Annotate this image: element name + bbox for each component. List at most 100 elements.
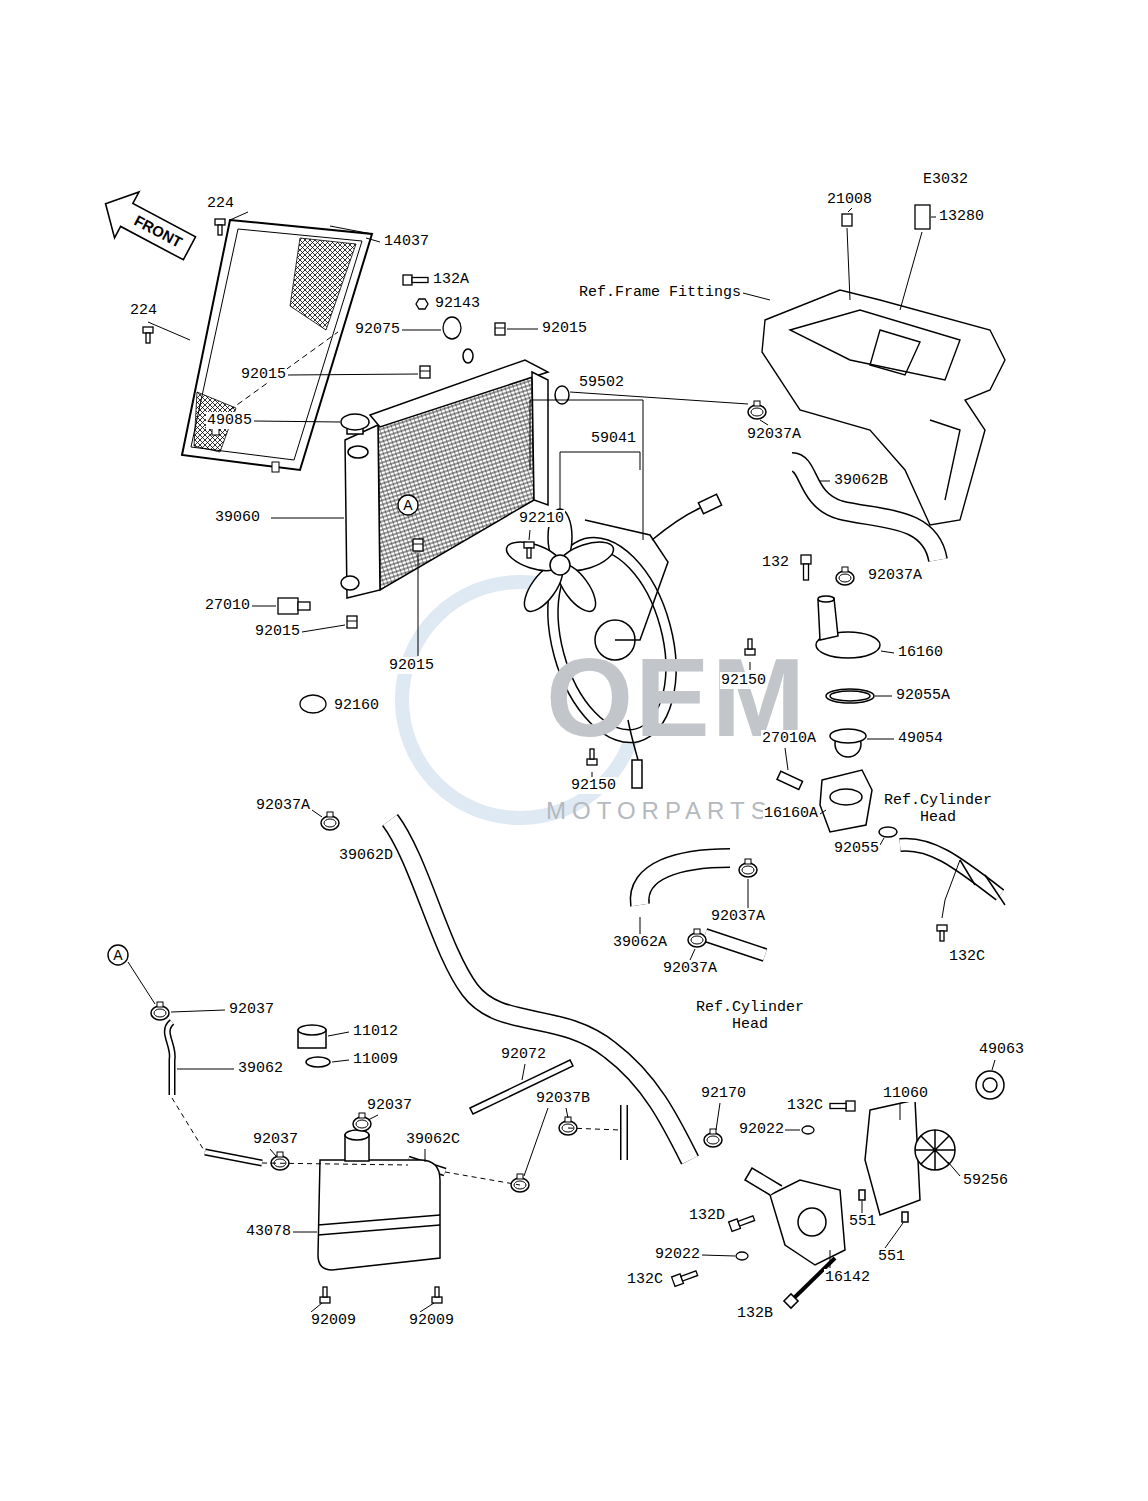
callout-number: 92037A <box>710 908 766 925</box>
circle-outline <box>108 945 128 965</box>
fasteners-part <box>524 542 534 558</box>
coolant-hose-part <box>640 858 730 905</box>
frame-fitting-part <box>870 330 920 375</box>
coolant-hose-part <box>622 1105 627 1160</box>
callout-number: 92015 <box>240 366 287 383</box>
leader-lines-part <box>942 860 960 918</box>
water-pump <box>745 1071 1004 1308</box>
fasteners-part <box>416 299 428 309</box>
water-pump-part <box>915 1130 955 1170</box>
hose-clamps-part <box>353 1113 371 1131</box>
radiator-part <box>345 425 380 598</box>
fasteners-part <box>143 327 153 343</box>
callout-number: 92037B <box>535 1090 591 1107</box>
arrow-outline <box>93 181 201 272</box>
callout-number: 39062A <box>612 934 668 951</box>
leader-lines-part <box>820 810 826 814</box>
leader-lines-part <box>862 1201 863 1213</box>
frame-fitting-part <box>762 290 1005 525</box>
radiator-screen-part <box>272 462 279 472</box>
leader-lines-part <box>847 228 922 310</box>
hose-clamps-part <box>321 812 339 830</box>
callout-number: 132 <box>761 554 790 571</box>
fasteners-part <box>320 1287 330 1303</box>
hose-clamps-part <box>688 929 706 947</box>
hose-clamps-part <box>748 401 766 419</box>
fasteners-part <box>278 598 298 614</box>
leader-lines-part <box>420 1303 434 1312</box>
callout-number: 92037 <box>252 1131 299 1148</box>
reference-circle: A <box>397 494 419 516</box>
hose-clamps-part <box>511 1174 529 1192</box>
coolant-hose-part <box>640 858 730 905</box>
callout-number: 39062C <box>405 1131 461 1148</box>
leader-lines-part <box>177 1069 234 1070</box>
reservoir-tank-part <box>298 1025 326 1035</box>
thermostat-parts-part <box>960 860 1005 905</box>
coolant-hose-part <box>620 1105 628 1160</box>
leader-lines-part <box>252 606 276 607</box>
reservoir-tank-part <box>306 1057 330 1067</box>
callout-number: 224 <box>206 195 235 212</box>
callout-number: 132B <box>736 1305 774 1322</box>
callout-number: 27010A <box>761 730 817 747</box>
hose-clamps-part <box>739 859 757 877</box>
leader-lines-part <box>931 217 936 218</box>
callout-number: 92037A <box>662 960 718 977</box>
fasteners-part <box>347 616 357 628</box>
coolant-hose-part <box>792 462 938 560</box>
water-pump-part <box>865 1100 920 1215</box>
leader-lines <box>128 208 995 1312</box>
callout-number: 92143 <box>434 295 481 312</box>
radiator-screen-part <box>290 238 356 330</box>
fasteners-part <box>672 1268 699 1286</box>
fasteners-part <box>443 317 461 339</box>
callout-number: 132D <box>688 1207 726 1224</box>
water-pump-part <box>770 1180 845 1265</box>
leader-lines-part <box>885 1223 903 1248</box>
radiator-part <box>463 349 473 363</box>
leader-lines-part <box>524 1108 568 1176</box>
callout-number: 49063 <box>978 1041 1025 1058</box>
leader-lines-part <box>867 739 894 740</box>
fan-assembly-part <box>698 494 721 513</box>
callout-number: 92015 <box>388 657 435 674</box>
reservoir-tank <box>298 1025 573 1270</box>
coolant-hose <box>167 462 1000 1172</box>
leader-lines-part <box>332 1060 349 1062</box>
leader-lines-part <box>271 518 344 519</box>
leader-lines-part <box>992 1060 995 1070</box>
coolant-hose-part <box>705 935 765 955</box>
callout-number: 14037 <box>383 233 430 250</box>
thermostat-parts-part <box>830 691 870 701</box>
leader-lines-part <box>230 212 380 242</box>
callout-number: 92072 <box>500 1046 547 1063</box>
callout-number: 21008 <box>826 191 873 208</box>
leader-lines-part <box>311 1303 322 1312</box>
water-pump-part <box>915 1130 955 1170</box>
leader-lines-part <box>425 1149 426 1162</box>
fan-assembly-part <box>550 555 570 575</box>
hose-clamps-part <box>271 1152 289 1170</box>
callout-number: Ref.Frame Fittings <box>578 284 742 301</box>
direction-arrow: FRONT <box>92 179 202 273</box>
callout-number: 11012 <box>352 1023 399 1040</box>
water-pump-part <box>902 1212 908 1222</box>
fasteners-part <box>802 1126 814 1134</box>
callout-number: 92037A <box>867 567 923 584</box>
radiator-screen-part <box>182 220 372 470</box>
thermostat-parts <box>777 596 1005 905</box>
leader-lines-part <box>640 917 641 934</box>
reference-note: Ref.Cylinder Head <box>688 999 812 1033</box>
callout-number: 16160A <box>763 805 819 822</box>
callout-number: 132A <box>432 271 470 288</box>
fasteners-part <box>736 1252 748 1260</box>
callout-number: 16142 <box>824 1269 871 1286</box>
water-pump-part <box>983 1078 997 1092</box>
callout-number: 92015 <box>541 320 588 337</box>
fan-assembly-part <box>652 508 700 540</box>
thermostat-parts-part <box>830 789 862 805</box>
radiator-part <box>532 372 548 505</box>
leader-lines-part <box>288 374 418 375</box>
